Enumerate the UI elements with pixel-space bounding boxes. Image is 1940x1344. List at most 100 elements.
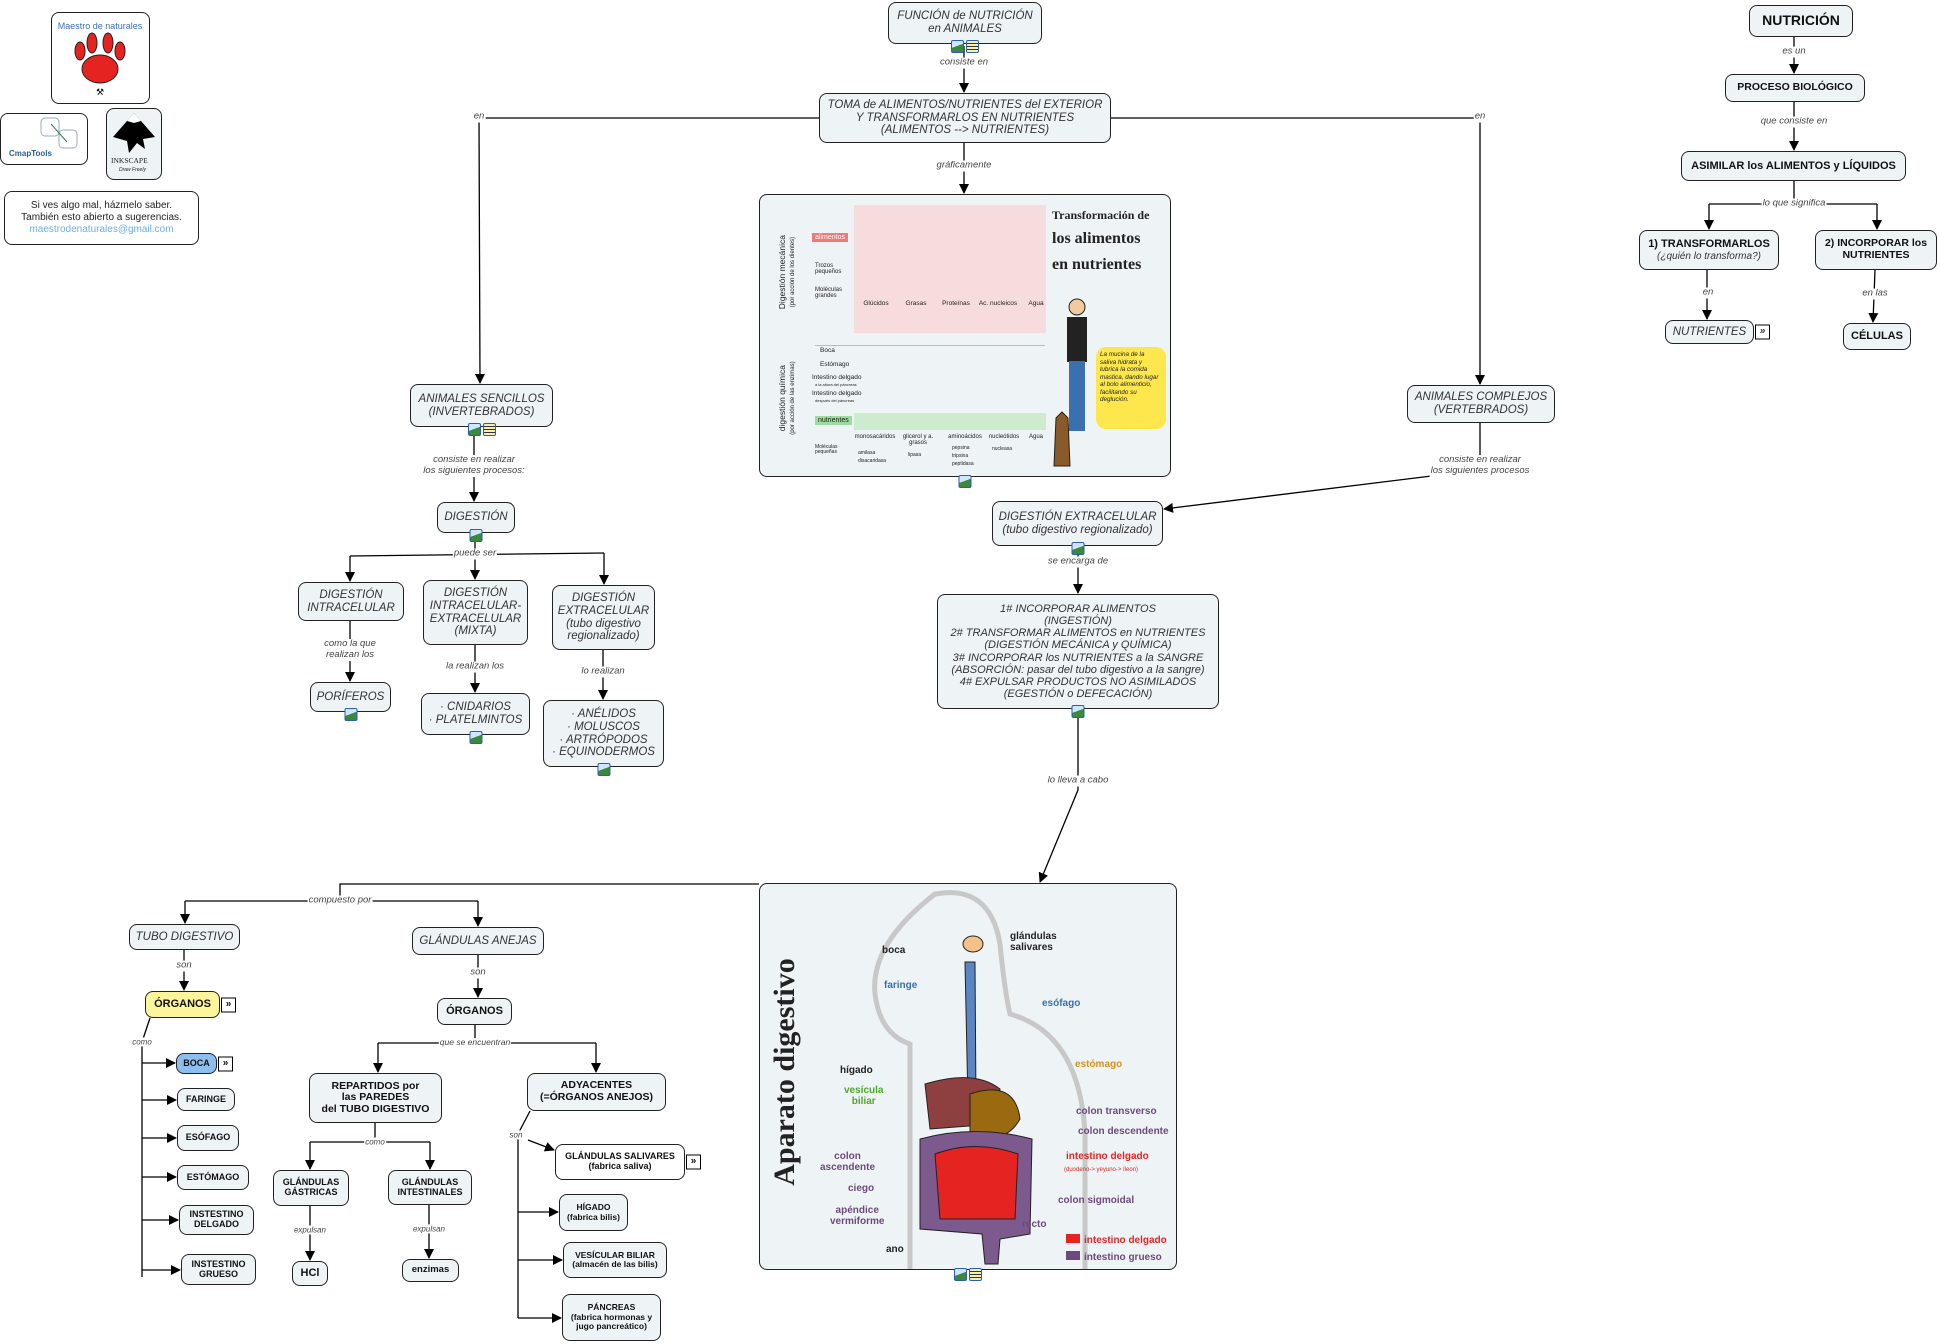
expand-icon[interactable]: » (1755, 324, 1770, 340)
node-vesicular-biliar[interactable]: VESÍCULAR BILIAR (almacén de las bilis) (563, 1242, 667, 1278)
node-intestino-delgado[interactable]: INSTESTINO DELGADO (179, 1205, 254, 1235)
infographic-transformacion-alimentos[interactable]: Transformación de los alimentos en nutri… (759, 194, 1171, 488)
link-label: que consiste en (1759, 115, 1829, 128)
link-label: como (131, 1037, 153, 1047)
link-label: lo que significa (1761, 197, 1827, 210)
node-sublabel: (¿quién lo transforma?) (1657, 250, 1761, 262)
label-glandulas-salivares: glándulas salivares (1010, 931, 1057, 953)
node-label: REPARTIDOS por las PAREDES del TUBO DIGE… (321, 1079, 430, 1115)
node-incorporar[interactable]: 2) INCORPORAR los NUTRIENTES (1815, 230, 1937, 270)
node-estomago[interactable]: ESTÓMAGO (177, 1165, 249, 1190)
connector-line (141, 1017, 151, 1277)
node-cnidarios[interactable]: · CNIDARIOS · PLATELMINTOS (421, 693, 530, 744)
node-glandulas-intestinales[interactable]: GLÁNDULAS INTESTINALES (388, 1170, 472, 1205)
connector-line (527, 1139, 555, 1152)
node-label: CÉLULAS (1851, 330, 1903, 343)
document-icon[interactable] (482, 423, 496, 436)
node-animales-sencillos[interactable]: ANIMALES SENCILLOS (INVERTEBRADOS) (410, 384, 553, 436)
node-label: PÁNCREAS (fabrica hormonas y jugo pancre… (570, 1302, 653, 1332)
moleculas-pequenas-label: Moléculas pequeñas (815, 444, 838, 456)
image-icon[interactable] (954, 1268, 967, 1281)
node-label: GLÁNDULAS ANEJAS (419, 934, 537, 947)
expand-icon[interactable]: » (221, 997, 236, 1012)
node-celulas[interactable]: CÉLULAS (1843, 323, 1911, 350)
node-label: TOMA de ALIMENTOS/NUTRIENTES del EXTERIO… (827, 99, 1103, 137)
node-digestion[interactable]: DIGESTIÓN (437, 502, 515, 542)
node-transformarlos[interactable]: 1) TRANSFORMARLOS(¿quién lo transforma?) (1639, 230, 1779, 270)
image-icon[interactable] (469, 731, 482, 744)
node-higado[interactable]: HÍGADO (fabrica bilis) (559, 1194, 628, 1231)
node-funcion-nutricion[interactable]: FUNCIÓN de NUTRICIÓN en ANIMALES (888, 2, 1042, 53)
node-nutrientes[interactable]: NUTRIENTES » (1665, 320, 1770, 344)
image-icon[interactable] (597, 763, 610, 776)
label-estomago: estómago (1075, 1059, 1123, 1070)
node-animales-complejos[interactable]: ANIMALES COMPLEJOS (VERTEBRADOS) (1407, 385, 1555, 423)
node-label: DIGESTIÓN EXTRACELULAR (tubo digestivo r… (557, 592, 650, 643)
speech-bubble: La mucina de la saliva hidrata y lubrica… (1096, 347, 1166, 429)
node-label: DIGESTIÓN EXTRACELULAR (tubo digestivo r… (998, 510, 1157, 536)
link-label: en (1473, 110, 1487, 123)
link-label: en (1701, 286, 1715, 299)
image-icon[interactable] (1071, 542, 1084, 555)
node-proceso-biologico[interactable]: PROCESO BIOLÓGICO (1725, 74, 1865, 102)
divider (815, 345, 1045, 346)
node-digestion-extracelular[interactable]: DIGESTIÓN EXTRACELULAR (tubo digestivo r… (552, 585, 655, 650)
feedback-email-link[interactable]: maestrodenaturales@gmail.com (29, 224, 174, 235)
node-toma-alimentos[interactable]: TOMA de ALIMENTOS/NUTRIENTES del EXTERIO… (819, 93, 1111, 143)
image-icon[interactable] (467, 423, 481, 436)
product-label: Agua (1028, 434, 1044, 440)
label-colon-descendente: colon descendente (1078, 1126, 1169, 1137)
image-icon[interactable] (951, 40, 964, 53)
node-poriferos[interactable]: PORÍFEROS (310, 682, 391, 721)
node-digestion-intracelular[interactable]: DIGESTIÓN INTRACELULAR (298, 582, 404, 621)
digestive-anatomy-icon (872, 890, 1088, 1269)
node-pasos-digestion[interactable]: 1# INCORPORAR ALIMENTOS (INGESTIÓN) 2# T… (937, 594, 1219, 718)
product-label: monosacáridos (854, 434, 896, 440)
image-icon[interactable] (1071, 705, 1085, 718)
organ-note: después del páncreas (815, 398, 855, 403)
image-icon[interactable] (344, 708, 357, 721)
node-tubo-digestivo[interactable]: TUBO DIGESTIVO (129, 924, 240, 950)
label-colon-transverso: colon transverso (1076, 1106, 1157, 1117)
node-hcl[interactable]: HCl (292, 1261, 328, 1286)
node-glandulas-anejas[interactable]: GLÁNDULAS ANEJAS (412, 927, 544, 955)
node-esofago[interactable]: ESÓFAGO (177, 1125, 239, 1151)
enzyme-label: peptidasa (952, 461, 974, 467)
label-ano: ano (886, 1244, 904, 1255)
node-label: NUTRIENTES (1672, 325, 1747, 338)
node-anelidos[interactable]: · ANÉLIDOS · MOLUSCOS · ARTRÓPODOS · EQU… (543, 700, 664, 776)
node-label: ÓRGANOS (446, 1005, 503, 1018)
organ-label: Intestino delgado (812, 374, 862, 381)
node-intestino-grueso[interactable]: INSTESTINO GRUESO (181, 1254, 256, 1285)
label-colon-sigmoidal: colon sigmoidal (1058, 1195, 1135, 1206)
node-adyacentes[interactable]: ADYACENTES (=ÓRGANOS ANEJOS) (527, 1073, 666, 1111)
node-organos-anejas[interactable]: ÓRGANOS (437, 998, 512, 1025)
document-icon[interactable] (969, 1268, 982, 1281)
image-icon[interactable] (958, 475, 972, 488)
svg-text:Maestro de naturales: Maestro de naturales (58, 21, 143, 31)
node-label: FARINGE (185, 1093, 226, 1104)
node-organos-tubo[interactable]: ÓRGANOS» (145, 991, 236, 1018)
image-icon[interactable] (469, 529, 483, 542)
node-glandulas-gastricas[interactable]: GLÁNDULAS GÁSTRICAS (273, 1170, 349, 1206)
node-nutricion[interactable]: NUTRICIÓN (1749, 5, 1853, 37)
link-label: son (175, 959, 193, 972)
expand-icon[interactable]: » (218, 1056, 233, 1071)
legend-item: intestino grueso (1066, 1249, 1167, 1266)
node-digestion-extracelular-vertebrados[interactable]: DIGESTIÓN EXTRACELULAR (tubo digestivo r… (992, 501, 1163, 555)
digestive-system-image[interactable]: Aparato digestivo boca glándulas salivar… (759, 883, 1177, 1281)
node-label: ADYACENTES (=ÓRGANOS ANEJOS) (539, 1079, 654, 1103)
node-repartidos[interactable]: REPARTIDOS por las PAREDES del TUBO DIGE… (309, 1073, 442, 1123)
feedback-note: Si ves algo mal, házmelo saber. También … (4, 191, 199, 245)
node-digestion-mixta[interactable]: DIGESTIÓN INTRACELULAR- EXTRACELULAR (MI… (423, 580, 528, 645)
node-glandulas-salivares[interactable]: GLÁNDULAS SALIVARES (fabrica saliva)» (555, 1144, 701, 1180)
enzyme-label: pepsina (952, 445, 970, 451)
node-asimilar[interactable]: ASIMILAR los ALIMENTOS y LÍQUIDOS (1681, 151, 1906, 181)
node-faringe[interactable]: FARINGE (177, 1088, 235, 1111)
node-enzimas[interactable]: enzimas (402, 1259, 459, 1282)
enzyme-label: lipasa (908, 452, 922, 458)
expand-icon[interactable]: » (686, 1154, 701, 1170)
node-pancreas[interactable]: PÁNCREAS (fabrica hormonas y jugo pancre… (562, 1294, 661, 1341)
document-icon[interactable] (966, 40, 979, 53)
node-boca[interactable]: BOCA» (176, 1053, 233, 1074)
